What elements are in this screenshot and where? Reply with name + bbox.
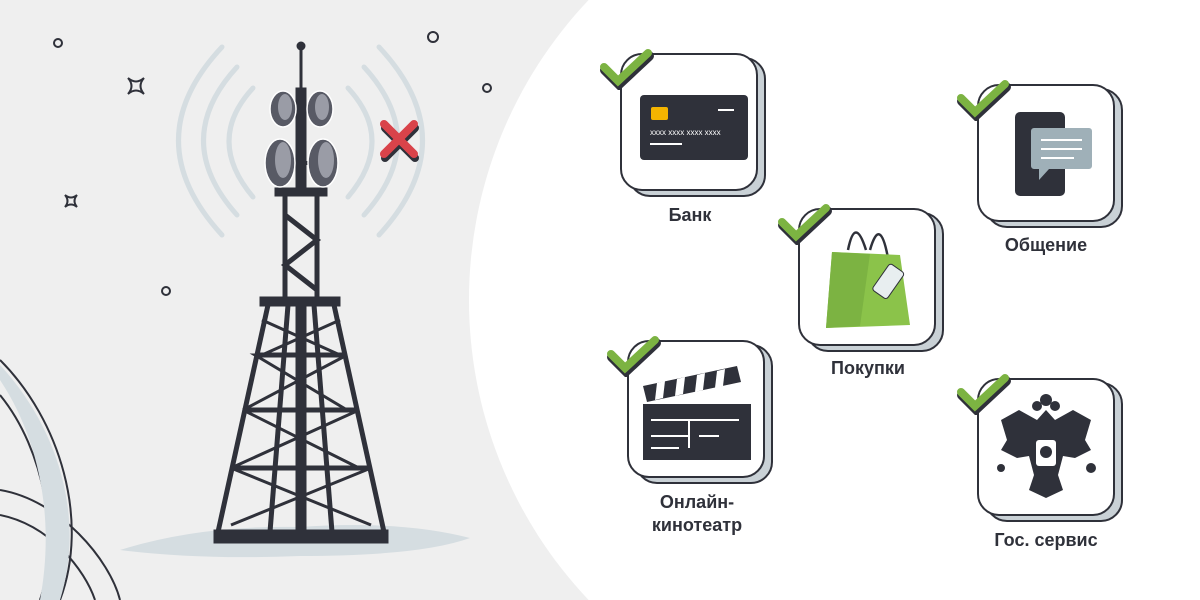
no-signal-cross-icon — [380, 120, 419, 162]
coat-of-arms-icon — [997, 394, 1096, 498]
check-icon — [607, 336, 661, 377]
service-label-gov: Гос. сервис — [994, 530, 1098, 550]
service-label-chat: Общение — [1004, 235, 1088, 255]
service-label-bank: Банк — [668, 205, 712, 225]
service-card-cinema[interactable] — [607, 336, 773, 484]
service-label-shopping: Покупки — [831, 358, 905, 378]
check-icon — [600, 49, 654, 90]
service-card-gov[interactable] — [957, 374, 1123, 522]
check-icon — [957, 80, 1011, 121]
service-card-shopping[interactable] — [778, 204, 944, 352]
curve-fill — [0, 365, 70, 600]
service-card-bank[interactable]: xxxx xxxx xxxx xxxx — [600, 49, 766, 197]
label-line-1: Онлайн- — [659, 492, 735, 512]
label-line-2: кинотеатр — [651, 515, 743, 535]
cell-tower — [213, 41, 389, 544]
card-face — [798, 208, 936, 346]
card-face — [977, 84, 1115, 222]
check-icon — [957, 374, 1011, 415]
card-face — [627, 340, 765, 478]
card-number-text: xxxx xxxx xxxx xxxx — [650, 128, 721, 137]
chat-icon — [1015, 112, 1092, 196]
card-face — [977, 378, 1115, 516]
service-label-cinema: Онлайн- кинотеатр — [597, 491, 797, 537]
card-face: xxxx xxxx xxxx xxxx — [620, 53, 758, 191]
service-card-chat[interactable] — [957, 80, 1123, 228]
check-icon — [778, 204, 832, 245]
antenna-dishes — [264, 90, 339, 188]
credit-card-icon: xxxx xxxx xxxx xxxx — [640, 95, 748, 160]
decorative-sparkles — [53, 31, 492, 296]
shopping-bag-icon — [826, 231, 910, 328]
clapperboard-icon — [643, 366, 751, 460]
